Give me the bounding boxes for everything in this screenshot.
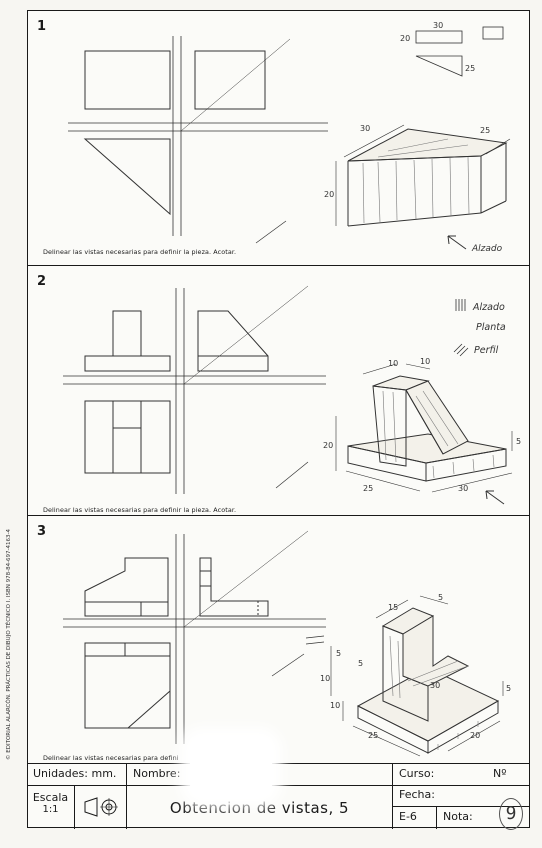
- sketch-dim-d: 25: [465, 64, 475, 73]
- dim-a: 10: [388, 359, 398, 368]
- front-view: [84, 50, 171, 110]
- panel-instruction: Delinear las vistas necesarias para defi…: [43, 248, 237, 256]
- date-label: Fecha:: [399, 788, 435, 801]
- first-angle-projection-icon: [84, 797, 118, 817]
- panel-number: 3: [37, 524, 47, 539]
- exercise-panel-3: 3: [28, 516, 529, 766]
- dim-d: 30: [430, 681, 440, 690]
- drawing-sheet: 1: [27, 10, 530, 828]
- exercise-3-drawing: 15 5 5 10 10 25 30 20 5 5: [63, 530, 511, 757]
- exercise-panel-2: 2: [28, 266, 529, 516]
- dim-h2: 5: [516, 437, 521, 446]
- grade-cell: Nota: 9: [437, 798, 530, 830]
- side-view: [194, 50, 266, 110]
- dim-l: 20: [470, 731, 480, 740]
- dim-w: 25: [363, 484, 373, 493]
- sketch-dim-w: 30: [433, 21, 443, 30]
- date-cell: Fecha:: [393, 786, 530, 807]
- dim-t: 5: [506, 684, 511, 693]
- units-cell: Unidades: mm.: [27, 764, 127, 786]
- panel-number: 2: [37, 274, 47, 289]
- dim-h2: 10: [330, 701, 340, 710]
- panel-instruction: Delinear las vistas necesarias para defi…: [43, 506, 237, 514]
- exercise-1-drawing: 30 25 20 30 20 25 Alzado: [68, 21, 511, 254]
- exercise-panel-1: 1: [28, 11, 529, 266]
- number-label: Nº: [493, 767, 507, 780]
- exercise-2-drawing: 10 10 20 5 25 30 Alzado Planta Perfil: [63, 285, 521, 505]
- title-block: Unidades: mm. Nombre: Curso: Nº Escala 1…: [27, 763, 530, 830]
- sketch-dim-h: 20: [400, 34, 410, 43]
- scale-label: Escala: [32, 791, 69, 804]
- scale-value: 1:1: [42, 804, 59, 815]
- dim-top: 30: [360, 124, 370, 133]
- dim-right: 25: [480, 126, 490, 135]
- grade-label: Nota:: [443, 810, 473, 823]
- dim-a: 15: [388, 603, 398, 612]
- projection-symbol-cell: [75, 786, 127, 829]
- panel-number: 1: [37, 19, 47, 34]
- alzado-label: Alzado: [471, 244, 503, 254]
- grade-value: 9: [499, 798, 523, 830]
- course-label: Curso:: [399, 767, 435, 780]
- title-cell: Obtencion de vistas, 5: [127, 786, 393, 829]
- dim-c: 5: [336, 649, 341, 658]
- legend-alzado: Alzado: [472, 302, 505, 313]
- dim-h3: 5: [358, 659, 363, 668]
- legend-perfil: Perfil: [474, 345, 499, 356]
- dim-b: 10: [420, 357, 430, 366]
- units-label: Unidades: mm.: [33, 767, 117, 780]
- copyright-side-text: © EDITORIAL ALARCÓN. PRÁCTICAS DE DIBUJO…: [6, 528, 12, 760]
- dim-l: 30: [458, 484, 468, 493]
- top-view: [83, 138, 171, 216]
- dim-w: 25: [368, 731, 378, 740]
- dim-height: 20: [324, 190, 334, 199]
- course-cell: Curso: Nº: [393, 764, 530, 786]
- dim-h: 20: [323, 441, 333, 450]
- scale-cell: Escala 1:1: [27, 786, 75, 829]
- sheet-code: E-6: [399, 810, 417, 823]
- legend-planta: Planta: [476, 322, 506, 333]
- dim-h1: 10: [320, 674, 330, 683]
- name-label: Nombre:: [133, 767, 181, 780]
- redacted-name-blur: [190, 737, 272, 797]
- panel-instruction: Delinear las vistas necesarias para defi…: [43, 754, 179, 762]
- drawing-title: Obtencion de vistas, 5: [169, 798, 350, 817]
- code-cell: E-6: [393, 807, 437, 829]
- dim-b: 5: [438, 593, 443, 602]
